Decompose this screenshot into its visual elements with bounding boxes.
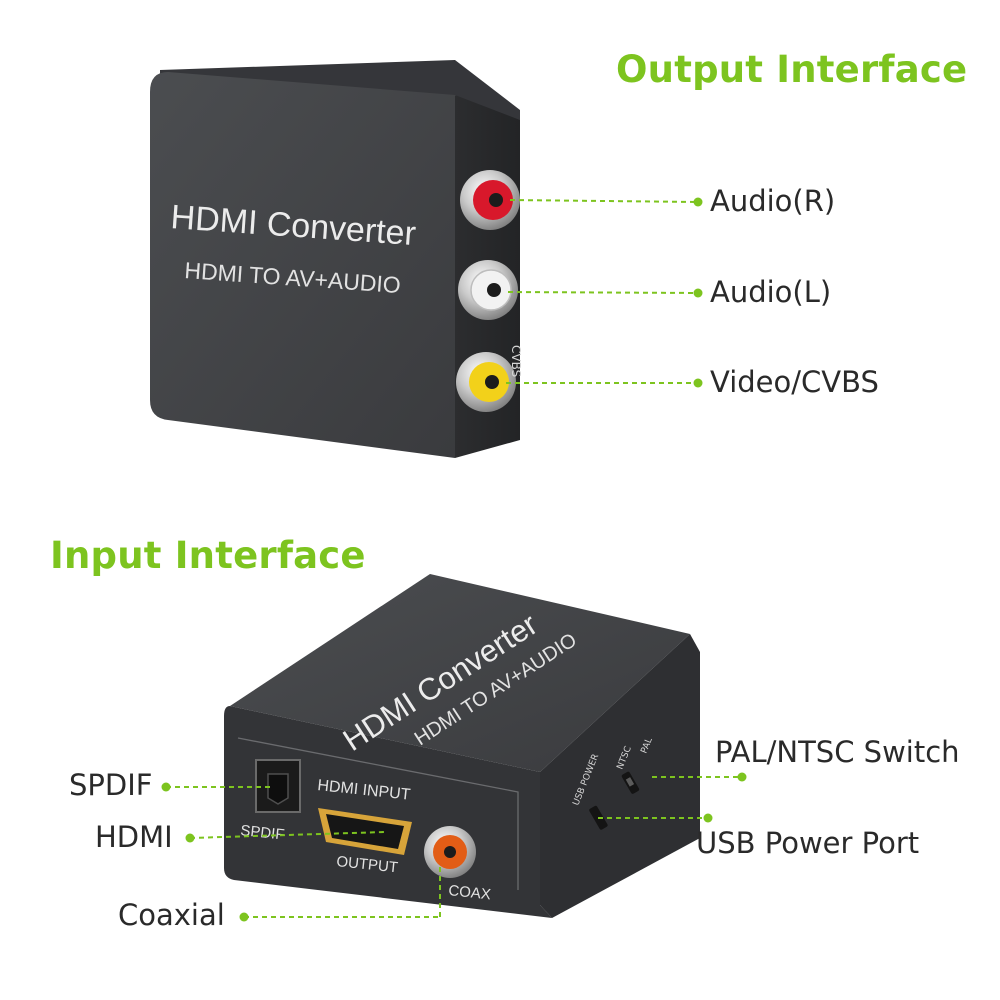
pal-ntsc-dot [737,772,747,782]
pal-ntsc-switch-label: PAL/NTSC Switch [715,735,960,769]
input-interface-heading: Input Interface [50,534,366,577]
video-cvbs-label: Video/CVBS [710,365,879,399]
audio-right-jack [460,170,520,230]
coaxial-label: Coaxial [118,898,225,932]
audio-right-leader [509,199,699,203]
usb-power-port-label: USB Power Port [696,826,920,860]
coax-port [424,826,476,878]
coax-print: COAX [448,882,492,903]
hdmi-leader [189,831,386,839]
pal-ntsc-switch [621,771,640,794]
video-cvbs-jack [456,352,516,412]
hdmi-label: HDMI [95,820,173,854]
output-side-print: CVBS [509,345,523,377]
audio-right-label: Audio(R) [710,184,836,218]
spdif-port [255,759,301,813]
input-leader-lines [161,772,747,922]
input-device-side-face [540,634,700,918]
audio-left-jack [458,260,518,320]
port-panel-outline [237,737,519,890]
audio-left-leader [507,291,699,294]
audio-left-dot [693,288,703,298]
audio-right-dot [693,197,703,207]
output-device: CVBS HDMI Converter HDMI TO AV+AUDIO [150,60,523,458]
hdmi-input-port [318,808,412,855]
video-cvbs-dot [693,378,703,388]
input-device-top-face [230,574,690,772]
spdif-label: SPDIF [69,768,153,802]
output-device-front-face [150,72,455,458]
output-interface-heading: Output Interface [616,48,968,91]
output-print: OUTPUT [336,853,399,876]
usb-power-dot [703,813,713,823]
input-device: HDMI INPUT SPDIF OUTPUT COAX HDMI Conver… [224,574,700,918]
audio-left-label: Audio(L) [710,275,832,309]
spdif-print: SPDIF [240,822,286,844]
output-leader-lines [506,197,703,388]
